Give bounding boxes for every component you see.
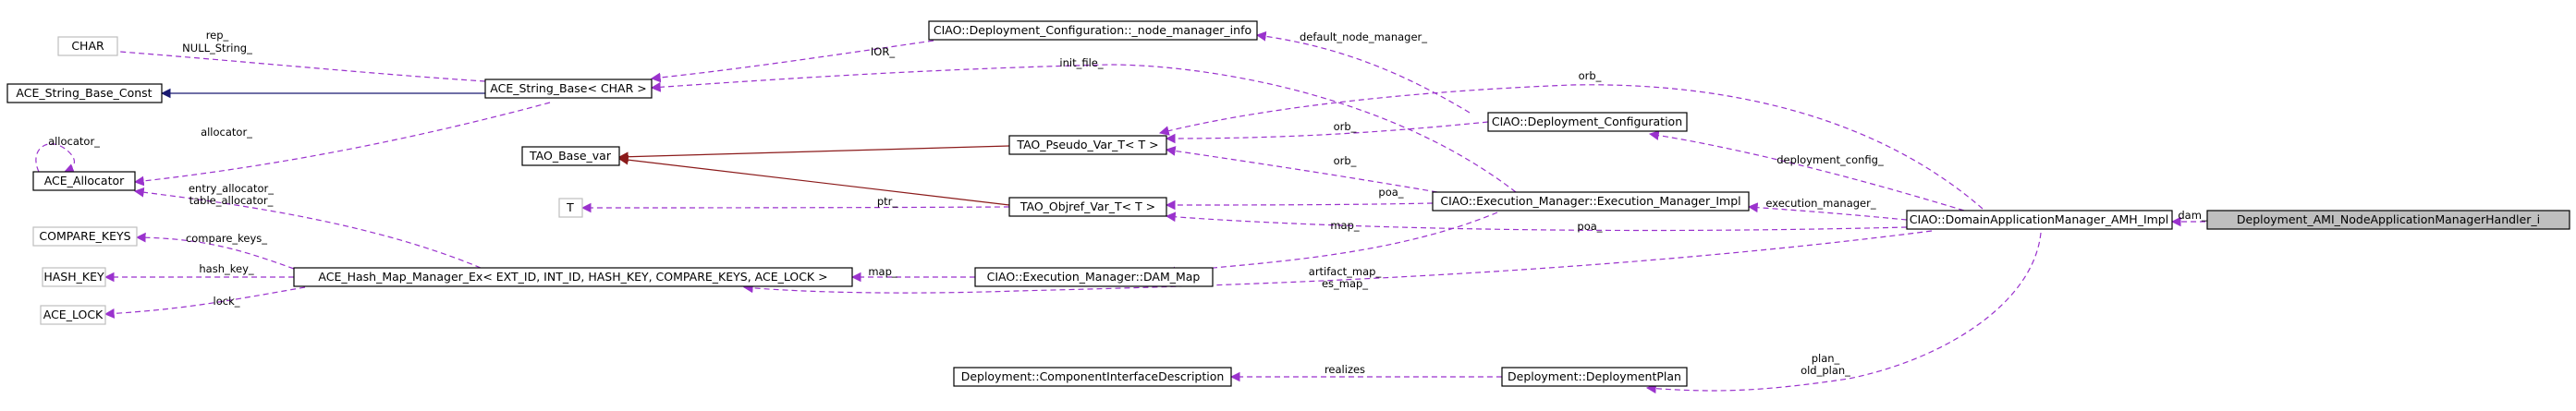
svg-text:ACE_Allocator: ACE_Allocator: [44, 174, 125, 187]
svg-text:T: T: [566, 200, 574, 214]
label-compare-keys: compare_keys_: [186, 232, 267, 245]
label-hash-key: hash_key_: [199, 262, 253, 275]
svg-text:TAO_Base_var: TAO_Base_var: [529, 149, 612, 163]
node-ace-lock[interactable]: ACE_LOCK: [40, 305, 106, 325]
label-orb-top: orb_: [1579, 69, 1602, 82]
label-ptr: ptr_: [877, 195, 898, 208]
label-poa-dam: poa_: [1577, 220, 1602, 233]
label-rep: rep_: [206, 29, 229, 42]
node-dam-map[interactable]: CIAO::Execution_Manager::DAM_Map: [974, 267, 1214, 287]
svg-text:CIAO::Deployment_Configuration: CIAO::Deployment_Configuration::_node_ma…: [934, 23, 1251, 37]
label-orb-pseudo: orb_: [1334, 120, 1357, 133]
label-default-node-manager: default_node_manager_: [1300, 30, 1427, 43]
svg-text:TAO_Pseudo_Var_T< T >: TAO_Pseudo_Var_T< T >: [1016, 138, 1158, 151]
node-tao-objref-var[interactable]: TAO_Objref_Var_T< T >: [1008, 197, 1167, 217]
label-deployment-config: deployment_config_: [1776, 153, 1884, 166]
svg-text:Deployment_AMI_NodeApplication: Deployment_AMI_NodeApplicationManagerHan…: [2237, 212, 2540, 226]
svg-text:CIAO::Deployment_Configuration: CIAO::Deployment_Configuration: [1492, 115, 1682, 128]
edge-objref-var-to-base-var: [617, 154, 1010, 206]
edge-hash-map-lock: [104, 286, 306, 319]
svg-text:Deployment::DeploymentPlan: Deployment::DeploymentPlan: [1508, 369, 1681, 383]
edge-default-node-manager: [1255, 30, 1471, 114]
label-init-file: init_file_: [1059, 56, 1103, 69]
node-hash-key[interactable]: HASH_KEY: [42, 267, 106, 287]
node-ami-node-application-manager-handler[interactable]: Deployment_AMI_NodeApplicationManagerHan…: [2206, 210, 2570, 230]
svg-text:CIAO::Execution_Manager::Execu: CIAO::Execution_Manager::Execution_Manag…: [1440, 194, 1740, 208]
node-compare-keys[interactable]: COMPARE_KEYS: [32, 226, 138, 247]
edge-orb-pseudo: [1165, 121, 1489, 144]
edge-hash-map-compare-keys: [135, 232, 295, 270]
edge-init-file: [650, 64, 1517, 193]
svg-text:ACE_String_Base< CHAR >: ACE_String_Base< CHAR >: [490, 81, 646, 95]
edge-poa-dam: [1165, 212, 1908, 232]
node-deployment-configuration[interactable]: CIAO::Deployment_Configuration: [1487, 112, 1688, 132]
node-execution-manager-impl[interactable]: CIAO::Execution_Manager::Execution_Manag…: [1432, 191, 1750, 212]
svg-text:ACE_Hash_Map_Manager_Ex< EXT_I: ACE_Hash_Map_Manager_Ex< EXT_ID, INT_ID,…: [318, 270, 827, 284]
node-ace-allocator[interactable]: ACE_Allocator: [32, 171, 136, 191]
node-ace-string-base-const[interactable]: ACE_String_Base_Const: [6, 83, 163, 103]
label-map-dam-map: map_: [868, 265, 897, 278]
svg-text:Deployment::ComponentInterface: Deployment::ComponentInterfaceDescriptio…: [961, 369, 1225, 383]
edge-poa-exec: [1165, 199, 1434, 211]
label-artifact-map: artifact_map_: [1309, 265, 1382, 278]
node-tao-pseudo-var[interactable]: TAO_Pseudo_Var_T< T >: [1008, 135, 1167, 155]
label-es-map: es_map_: [1322, 277, 1368, 290]
edge-ptr: [580, 202, 1010, 213]
edge-deployment-config: [1648, 130, 1965, 212]
edge-orb-top: [1158, 84, 1984, 210]
label-old-plan: old_plan_: [1801, 364, 1850, 377]
svg-text:CIAO::DomainApplicationManager: CIAO::DomainApplicationManager_AMH_Impl: [1910, 212, 2168, 226]
label-table-allocator: table_allocator_: [189, 194, 274, 207]
node-char[interactable]: CHAR: [57, 36, 118, 56]
edge-allocator-self: [35, 143, 76, 174]
label-poa-exec: poa_: [1378, 186, 1403, 199]
label-entry-allocator: entry_allocator_: [189, 182, 274, 195]
label-dam: dam_: [2178, 209, 2207, 222]
label-execution-manager: execution_manager_: [1765, 197, 1875, 210]
label-realizes: realizes: [1325, 363, 1365, 376]
edge-ior: [650, 40, 934, 83]
edge-orb-exec: [1165, 146, 1438, 193]
node-deployment-plan[interactable]: Deployment::DeploymentPlan: [1501, 367, 1688, 387]
node-tao-base-var[interactable]: TAO_Base_var: [521, 146, 620, 166]
svg-text:ACE_String_Base_Const: ACE_String_Base_Const: [16, 86, 152, 100]
svg-text:CHAR: CHAR: [71, 39, 104, 53]
svg-text:COMPARE_KEYS: COMPARE_KEYS: [39, 229, 130, 243]
edge-artifact-es-map: [742, 230, 1933, 294]
svg-text:HASH_KEY: HASH_KEY: [43, 270, 104, 284]
label-allocator: allocator_: [201, 126, 252, 139]
label-lock: lock_: [214, 295, 240, 308]
node-domain-application-manager-amh-impl[interactable]: CIAO::DomainApplicationManager_AMH_Impl: [1906, 210, 2173, 230]
edge-string-base-allocator: [133, 102, 551, 187]
node-ace-string-base[interactable]: ACE_String_Base< CHAR >: [484, 79, 653, 99]
svg-text:TAO_Objref_Var_T< T >: TAO_Objref_Var_T< T >: [1019, 199, 1155, 213]
label-plan: plan_: [1812, 352, 1840, 365]
edge-rep-null-string: [94, 45, 486, 82]
node-ace-hash-map-manager-ex[interactable]: ACE_Hash_Map_Manager_Ex< EXT_ID, INT_ID,…: [293, 267, 853, 287]
node-node-manager-info[interactable]: CIAO::Deployment_Configuration::_node_ma…: [928, 20, 1258, 41]
label-map-exec: map_: [1330, 219, 1360, 232]
svg-text:CIAO::Execution_Manager::DAM_M: CIAO::Execution_Manager::DAM_Map: [987, 270, 1201, 284]
label-orb-exec: orb_: [1334, 154, 1357, 167]
node-t[interactable]: T: [558, 198, 583, 218]
edge-hash-map-allocator: [133, 187, 482, 269]
edge-pseudo-var-to-base-var: [617, 145, 1010, 163]
label-ior: IOR_: [871, 45, 895, 58]
edge-execution-manager: [1747, 202, 1908, 221]
svg-text:ACE_LOCK: ACE_LOCK: [43, 308, 104, 321]
label-null-string: NULL_String_: [182, 42, 252, 54]
label-allocator-self: allocator_: [48, 135, 100, 148]
node-component-interface-description[interactable]: Deployment::ComponentInterfaceDescriptio…: [953, 367, 1232, 387]
